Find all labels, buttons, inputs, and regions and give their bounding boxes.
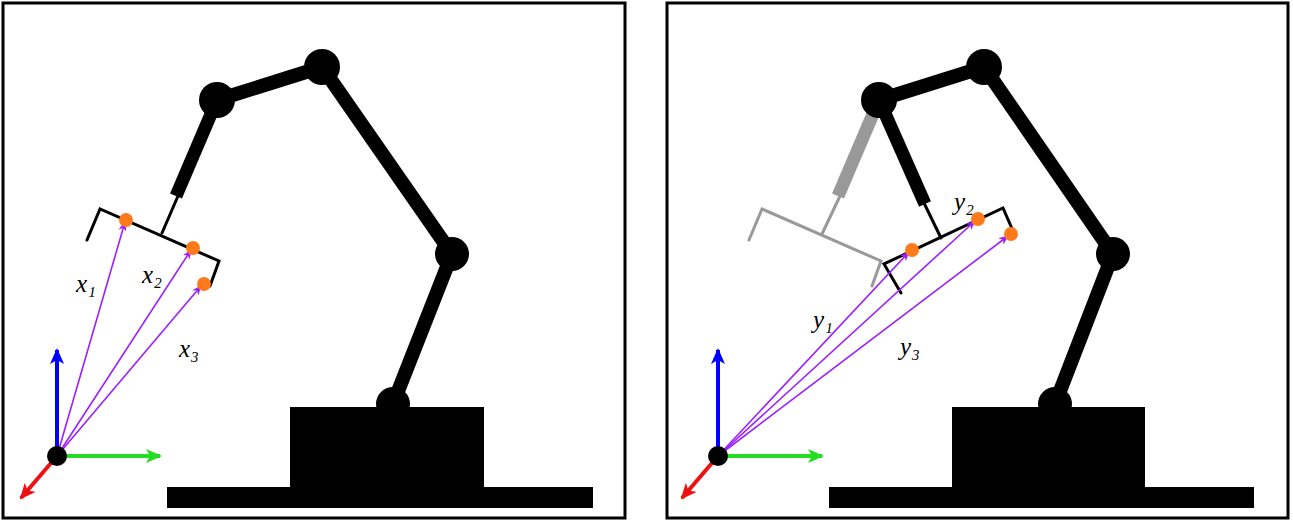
vector-label: x₂	[142, 262, 162, 287]
vector-label: y₃	[900, 334, 920, 359]
vector-label: x₁	[76, 271, 96, 296]
panel-frame	[667, 3, 1288, 518]
vector-label: y₂	[954, 189, 974, 214]
panel-frame	[3, 3, 625, 518]
robot-left	[21, 49, 593, 508]
vector-label: x₃	[179, 336, 199, 361]
vector-label: y₁	[813, 307, 833, 332]
robot-right	[682, 49, 1254, 508]
